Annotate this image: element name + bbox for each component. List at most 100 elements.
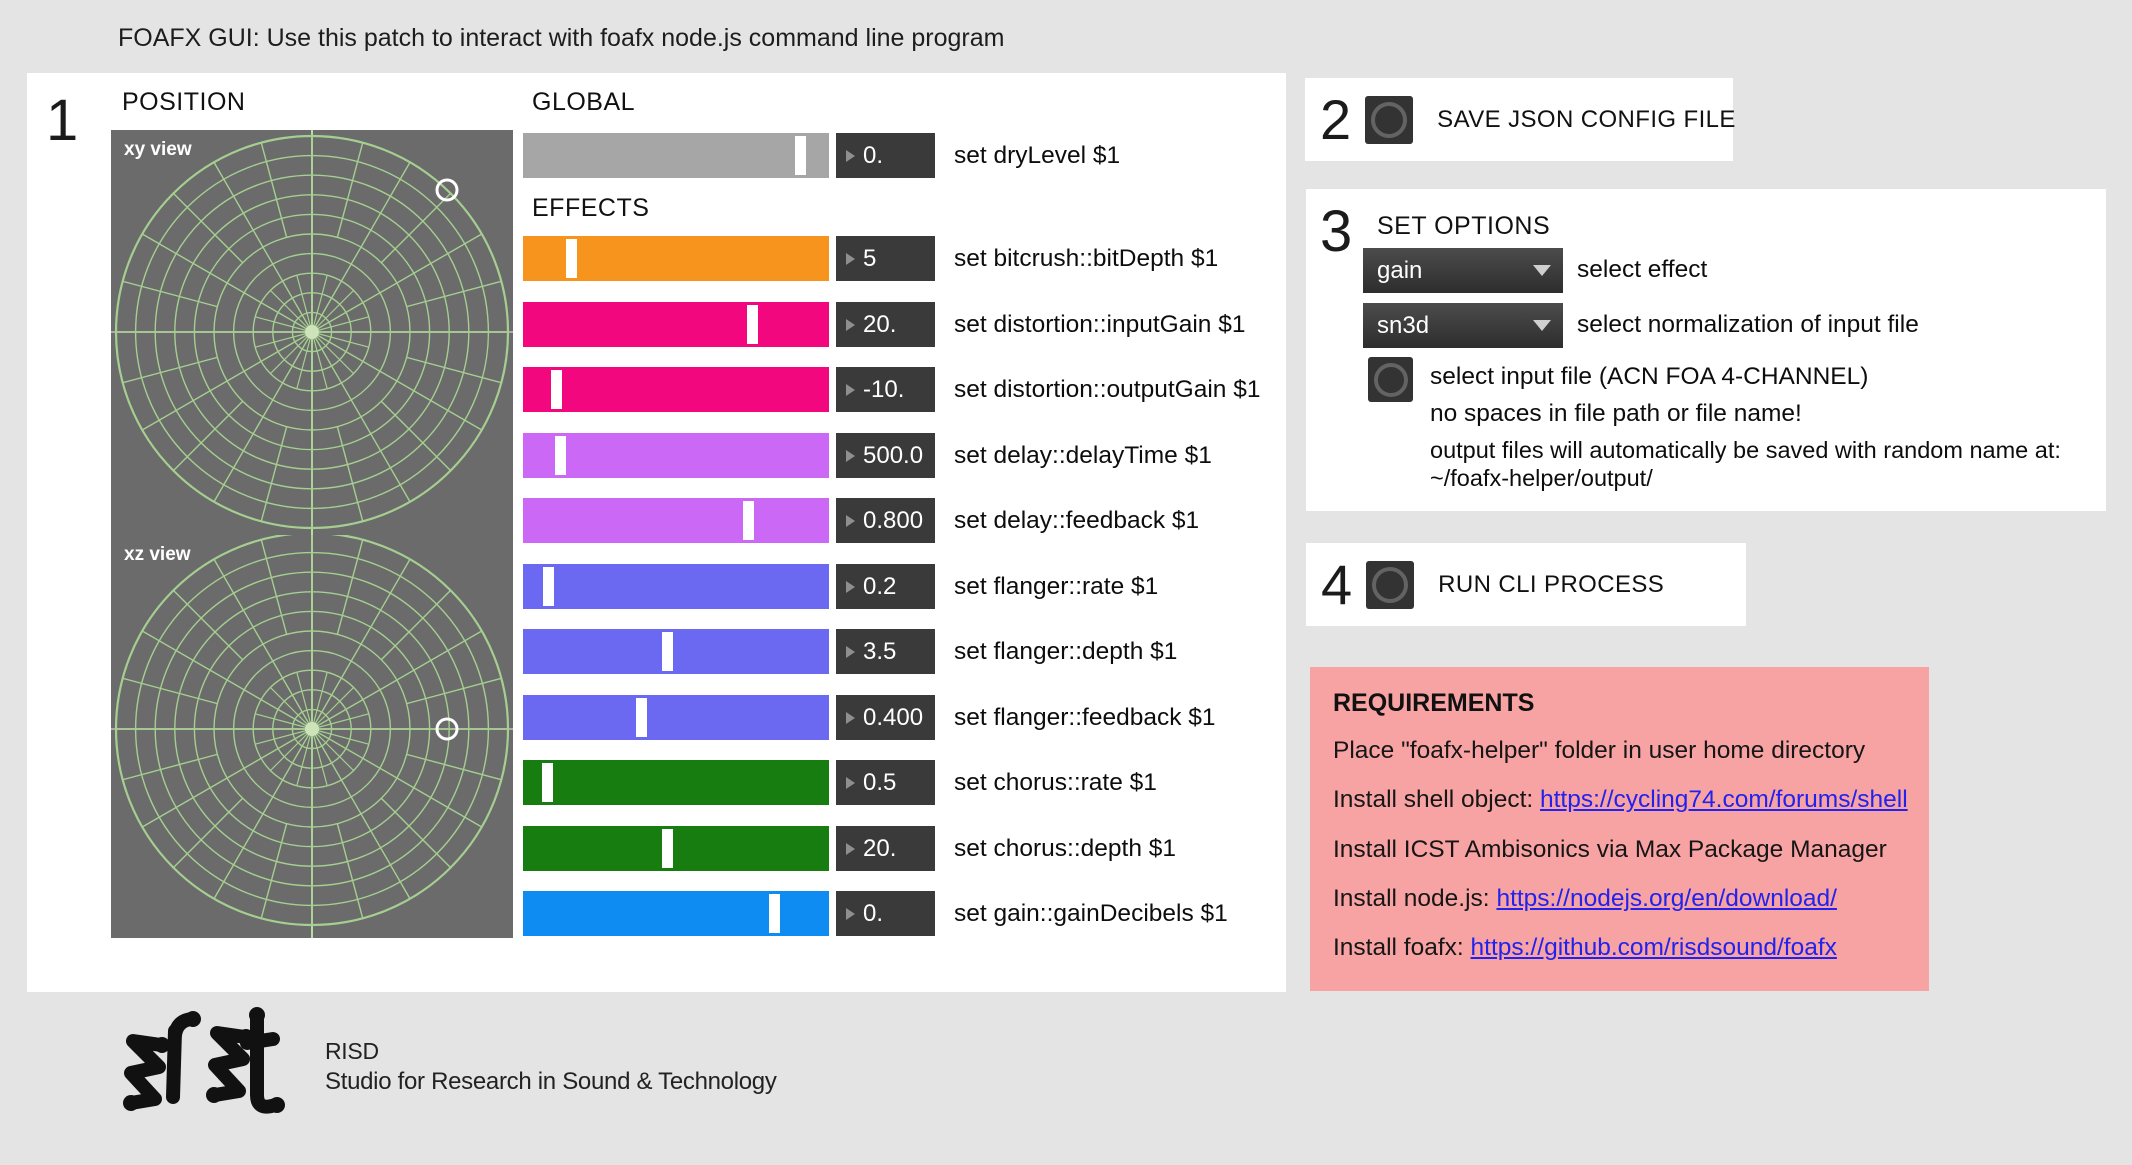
flanger-feedback-number-box[interactable]: 0.400: [836, 695, 935, 740]
normalization-select-dropdown[interactable]: sn3d: [1363, 303, 1563, 348]
flanger-depth-number-box[interactable]: 3.5: [836, 629, 935, 674]
chorus-depth-message-label: set chorus::depth $1: [954, 834, 1177, 862]
position-heading: POSITION: [122, 88, 246, 116]
distortion-outputGain-slider-handle[interactable]: [550, 370, 562, 409]
step-4-number: 4: [1321, 552, 1353, 616]
save-config-section: 2 SAVE JSON CONFIG FILE: [1305, 78, 1736, 161]
bitcrush-bitDepth-slider-handle[interactable]: [566, 239, 578, 278]
chevron-down-icon: [1533, 320, 1551, 331]
slider-row-dryLevel: 0. set dryLevel $1: [523, 133, 1120, 178]
number-box-triangle-icon: [846, 383, 855, 396]
output-path-note-line1: output files will automatically be saved…: [1430, 437, 2061, 463]
gain-gainDecibels-slider-handle[interactable]: [768, 894, 780, 933]
gain-gainDecibels-slider[interactable]: [523, 891, 829, 936]
set-options-heading: SET OPTIONS: [1377, 212, 1551, 240]
chorus-rate-slider-handle[interactable]: [541, 763, 553, 802]
save-json-config-bang-button[interactable]: [1365, 95, 1414, 144]
delay-delayTime-number-box[interactable]: 500.0: [836, 433, 935, 478]
chorus-depth-slider-handle[interactable]: [661, 829, 673, 868]
run-cli-bang-button[interactable]: [1366, 560, 1415, 609]
flanger-rate-number-box[interactable]: 0.2: [836, 564, 935, 609]
requirement-text: Install shell object:: [1333, 786, 1540, 814]
bitcrush-bitDepth-slider[interactable]: [523, 236, 829, 281]
position-marker[interactable]: [435, 717, 459, 741]
distortion-inputGain-slider-handle[interactable]: [747, 305, 759, 344]
slider-row-delay-feedback: 0.800 set delay::feedback $1: [523, 498, 1199, 543]
flanger-feedback-slider-handle[interactable]: [635, 698, 647, 737]
flanger-feedback-slider[interactable]: [523, 695, 829, 740]
dryLevel-number-box[interactable]: 0.: [836, 133, 935, 178]
requirement-text: Place "foafx-helper" folder in user home…: [1333, 737, 1866, 764]
flanger-feedback-value: 0.400: [863, 703, 924, 731]
delay-feedback-message-label: set delay::feedback $1: [954, 506, 1200, 534]
chorus-depth-slider[interactable]: [523, 826, 829, 871]
requirement-link[interactable]: https://nodejs.org/en/download/: [1496, 884, 1837, 912]
bitcrush-bitDepth-message-label: set bitcrush::bitDepth $1: [954, 244, 1219, 272]
bitcrush-bitDepth-value: 5: [863, 244, 877, 272]
slider-row-gain-gainDecibels: 0.set gain::gainDecibels $1: [523, 891, 1228, 936]
xz-view-pad[interactable]: xz view: [111, 535, 513, 938]
xy-view-pad[interactable]: xy view: [111, 130, 513, 535]
delay-feedback-slider-handle[interactable]: [742, 501, 754, 540]
slider-row-distortion-outputGain: -10. set distortion::outputGain $1: [523, 367, 1260, 412]
global-heading: GLOBAL: [532, 88, 636, 116]
flanger-rate-message-label: set flanger::rate $1: [954, 572, 1159, 600]
requirement-text: Install ICST Ambisonics via Max Package …: [1333, 835, 1887, 863]
delay-delayTime-value: 500.0: [863, 441, 924, 469]
dryLevel-slider-handle[interactable]: [794, 136, 806, 175]
chorus-rate-number-box[interactable]: 0.5: [836, 760, 935, 805]
effect-select-label: select effect: [1577, 256, 1708, 283]
save-json-config-label: SAVE JSON CONFIG FILE: [1437, 105, 1736, 133]
requirement-link[interactable]: https://cycling74.com/forums/shell: [1540, 786, 1908, 814]
delay-delayTime-message-label: set delay::delayTime $1: [954, 441, 1212, 469]
requirement-link[interactable]: https://github.com/risdsound/foafx: [1470, 934, 1837, 962]
position-marker[interactable]: [435, 178, 459, 202]
srst-logo: [123, 1007, 285, 1114]
bitcrush-bitDepth-number-box[interactable]: 5: [836, 236, 935, 281]
number-box-triangle-icon: [846, 776, 855, 789]
xy-view-pad-label: xy view: [124, 139, 192, 160]
chorus-depth-number-box[interactable]: 20.: [836, 826, 935, 871]
flanger-depth-slider[interactable]: [523, 629, 829, 674]
flanger-rate-slider[interactable]: [523, 564, 829, 609]
dryLevel-slider[interactable]: [523, 133, 829, 178]
requirement-item: Place "foafx-helper" folder in user home…: [1333, 737, 1865, 765]
distortion-outputGain-number-box[interactable]: -10.: [836, 367, 935, 412]
number-box-triangle-icon: [846, 580, 855, 593]
delay-delayTime-slider[interactable]: [523, 433, 829, 478]
slider-row-delay-delayTime: 500.0 set delay::delayTime $1: [523, 433, 1212, 478]
effect-select-dropdown[interactable]: gain: [1363, 248, 1563, 293]
number-box-triangle-icon: [846, 645, 855, 658]
slider-row-chorus-depth: 20. set chorus::depth $1: [523, 826, 1176, 871]
requirement-item: Install node.js: https://nodejs.org/en/d…: [1333, 885, 1837, 913]
delay-delayTime-slider-handle[interactable]: [554, 436, 566, 475]
footer-org: RISD: [325, 1038, 379, 1064]
distortion-outputGain-slider[interactable]: [523, 367, 829, 412]
flanger-rate-slider-handle[interactable]: [543, 567, 555, 606]
distortion-inputGain-value: 20.: [863, 310, 897, 338]
flanger-feedback-message-label: set flanger::feedback $1: [954, 703, 1216, 731]
distortion-outputGain-message-label: set distortion::outputGain $1: [954, 375, 1261, 403]
chorus-rate-slider[interactable]: [523, 760, 829, 805]
xz-view-pad-label: xz view: [124, 544, 191, 565]
distortion-inputGain-slider[interactable]: [523, 302, 829, 347]
step-1-number: 1: [46, 88, 79, 153]
dryLevel-value: 0.: [863, 141, 884, 169]
delay-feedback-number-box[interactable]: 0.800: [836, 498, 935, 543]
gain-gainDecibels-number-box[interactable]: 0.: [836, 891, 935, 936]
chorus-rate-value: 0.5: [863, 768, 897, 796]
dryLevel-message-label: set dryLevel $1: [954, 141, 1121, 169]
chevron-down-icon: [1533, 265, 1551, 276]
normalization-select-value: sn3d: [1377, 311, 1430, 339]
number-box-triangle-icon: [846, 514, 855, 527]
delay-feedback-slider[interactable]: [523, 498, 829, 543]
step-3-number: 3: [1320, 199, 1353, 264]
select-input-file-bang-button[interactable]: [1368, 357, 1413, 402]
number-box-triangle-icon: [846, 842, 855, 855]
number-box-triangle-icon: [846, 252, 855, 265]
bang-circle-icon: [1372, 566, 1409, 603]
distortion-inputGain-number-box[interactable]: 20.: [836, 302, 935, 347]
flanger-depth-slider-handle[interactable]: [661, 632, 673, 671]
